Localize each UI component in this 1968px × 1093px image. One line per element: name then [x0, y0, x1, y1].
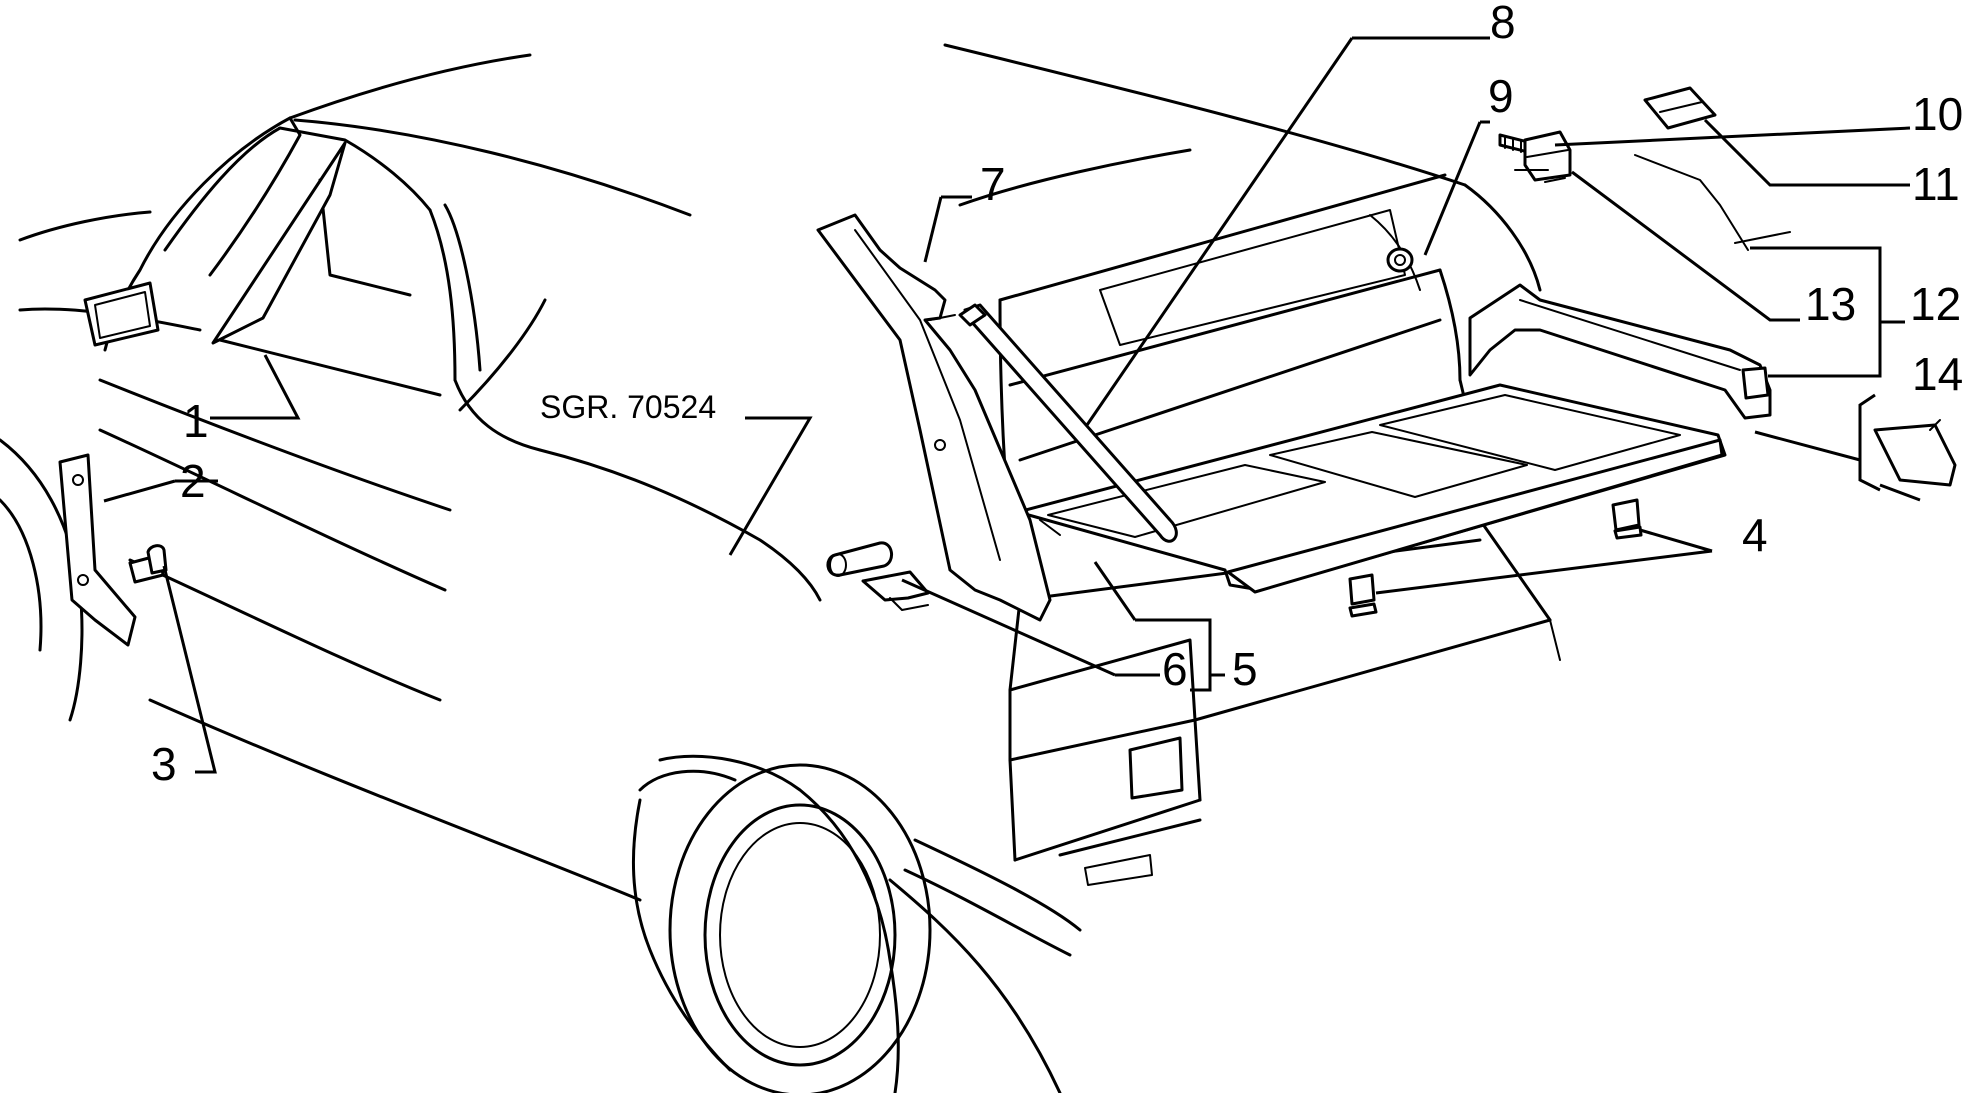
callout-9: 9 [1488, 70, 1514, 122]
car-body-outline [0, 43, 1561, 1093]
callout-2: 2 [180, 455, 206, 507]
part-14-cap [1873, 419, 1957, 487]
part-13-bump-stop [1523, 130, 1572, 183]
callout-14: 14 [1912, 348, 1963, 400]
callout-5: 5 [1232, 643, 1258, 695]
part-1-pillar-trim [211, 141, 347, 345]
part-9-grommet [1386, 247, 1414, 273]
part-4-clips [1348, 498, 1643, 618]
part-3-clip [128, 544, 168, 584]
part-11-clip-nut [1643, 86, 1717, 130]
exploded-bracket-lines [1514, 154, 1921, 502]
callout-11: 11 [1912, 158, 1960, 210]
part-2-trim-bracket [58, 453, 137, 647]
callout-6: 6 [1162, 643, 1188, 695]
callout-labels: 1 2 3 4 5 6 7 8 9 10 11 12 13 14 SGR. 70… [151, 0, 1963, 790]
callout-12: 12 [1910, 278, 1961, 330]
part-7-c-pillar-trim [816, 213, 1052, 622]
reference-code: SGR. 70524 [540, 389, 716, 425]
callout-7: 7 [980, 158, 1006, 210]
callout-3: 3 [151, 738, 177, 790]
callout-1: 1 [183, 395, 209, 447]
part-6-hinge-pin [826, 541, 930, 611]
leader-lines [103, 36, 1911, 774]
part-8-support-cord [958, 303, 1178, 543]
part-5-parcel-shelf [1016, 383, 1727, 594]
callout-4: 4 [1742, 509, 1768, 561]
callout-10: 10 [1912, 88, 1963, 140]
callout-13: 13 [1805, 278, 1856, 330]
part-12-side-trim [1468, 283, 1772, 420]
callout-8: 8 [1490, 0, 1516, 48]
